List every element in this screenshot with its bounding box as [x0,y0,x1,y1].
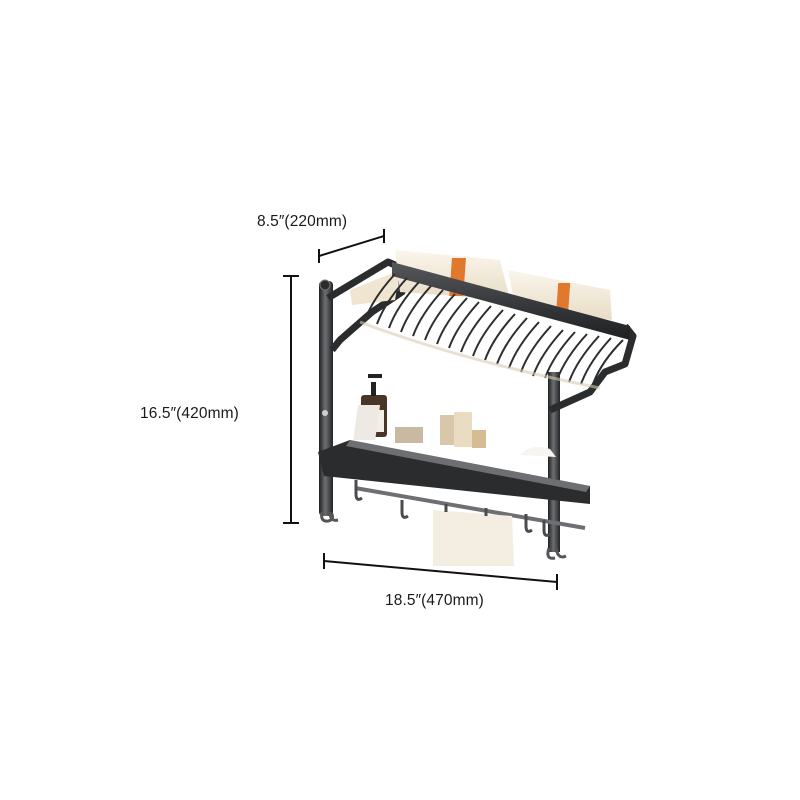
width-dimension-label: 18.5″(470mm) [385,592,484,609]
depth-dimension-label: 8.5″(220mm) [257,213,348,230]
wall-bracket-left [319,279,339,523]
dimension-depth-line [318,229,385,263]
upper-shelf-slats [364,273,624,385]
hanging-towel [433,510,514,566]
upper-shelf-rim [392,262,630,340]
dimension-height-line [283,275,299,524]
height-dimension-label: 16.5″(420mm) [140,405,239,422]
right-hooks [546,547,567,560]
towel-bar [354,486,586,530]
lower-shelf [318,440,590,504]
right-post [548,372,560,552]
lower-hooks [354,480,551,537]
dimension-width-line [323,553,558,590]
upper-arm-right [548,323,637,414]
